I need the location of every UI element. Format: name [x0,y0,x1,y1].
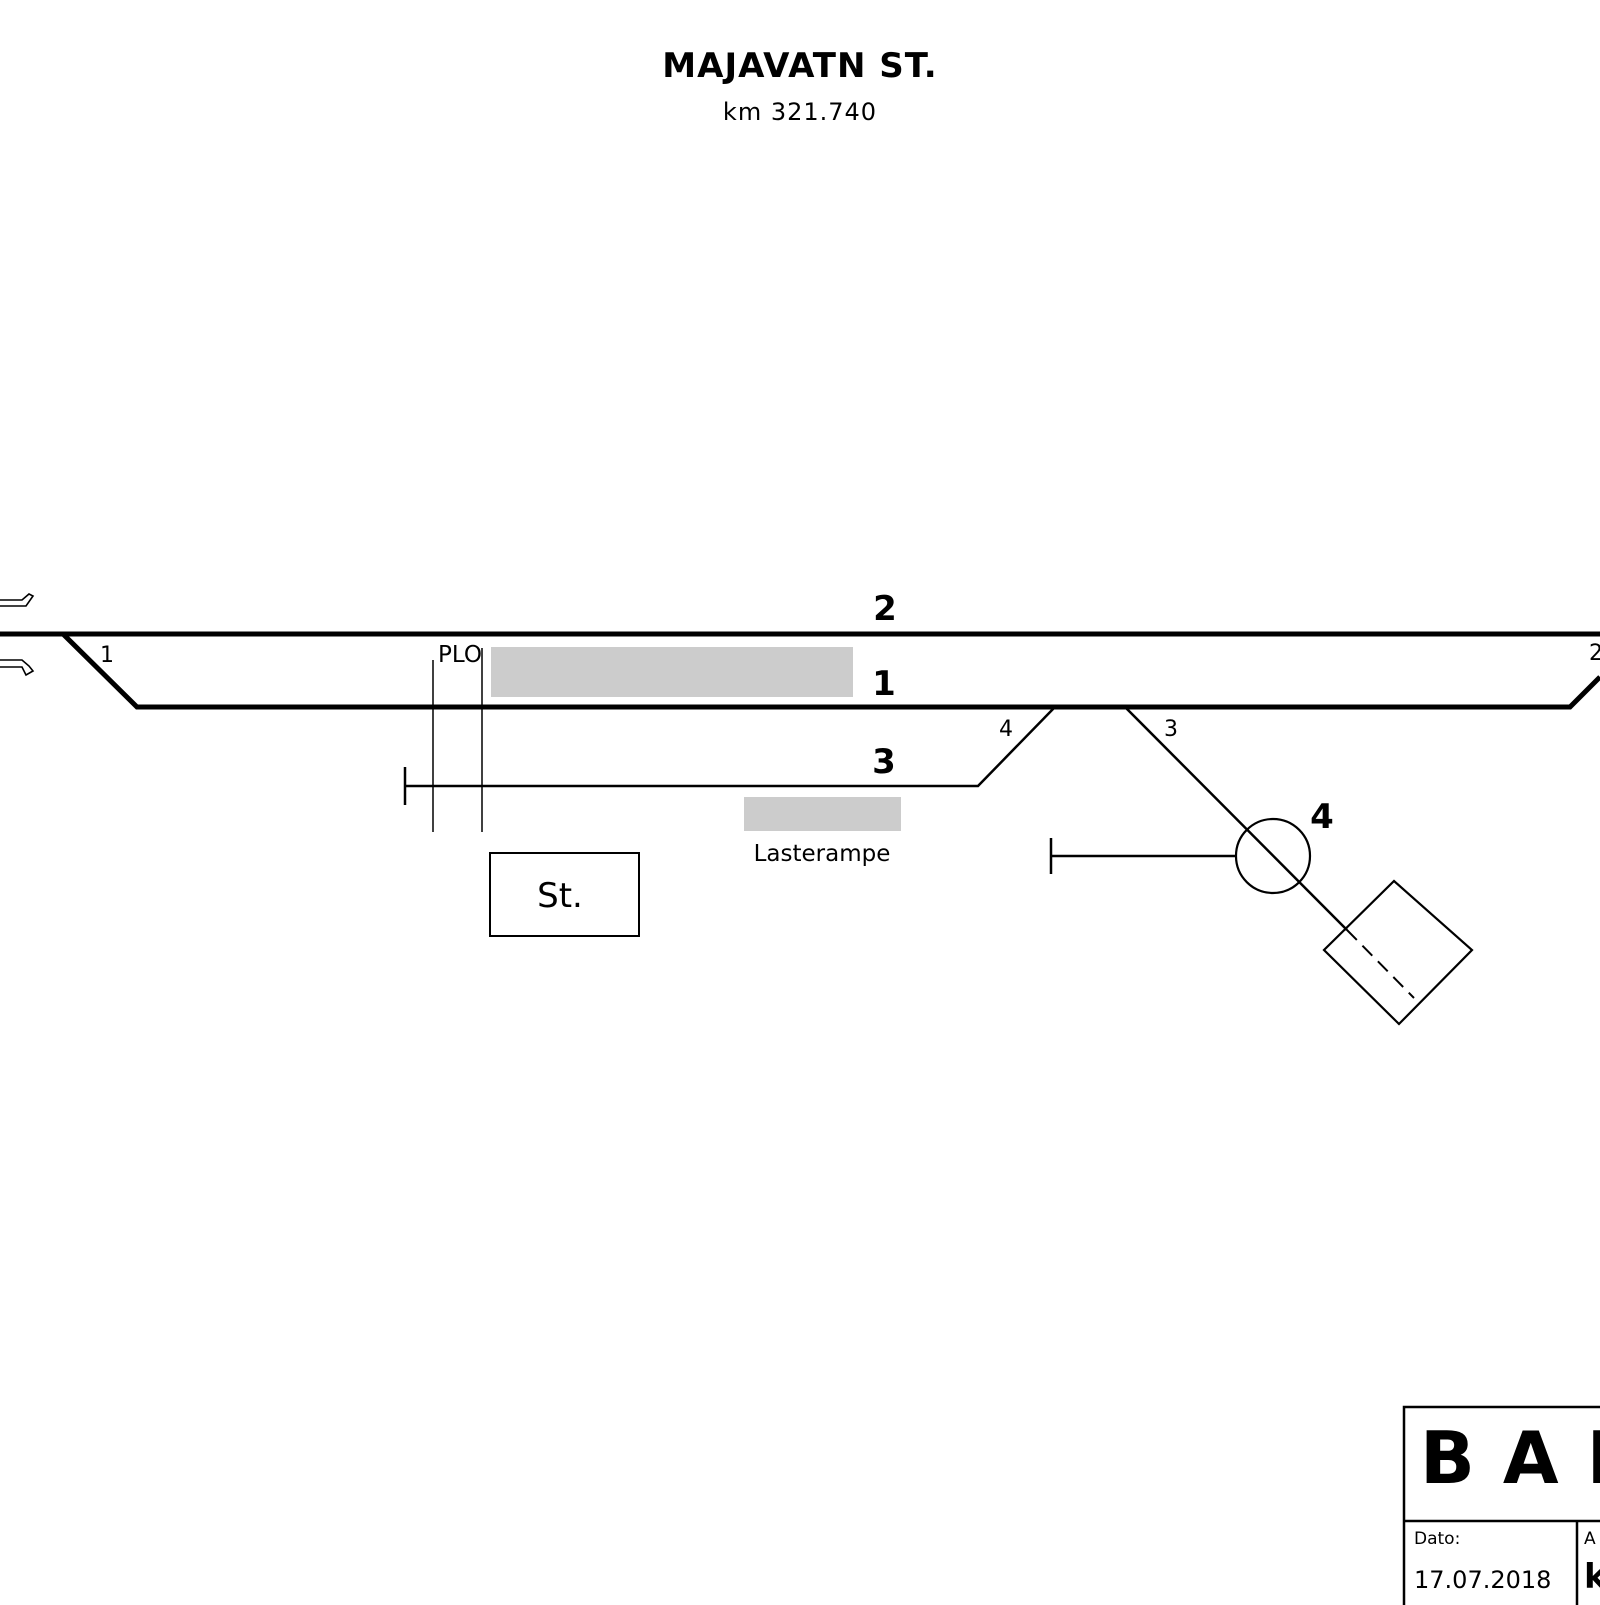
track-4-number: 4 [1310,797,1334,837]
track-3-line [404,707,1055,788]
track-1-line [61,632,1600,710]
loading-ramp [744,797,901,831]
switch-3-number: 3 [1164,717,1178,742]
loading-ramp-label: Lasterampe [754,841,891,867]
station-km: km 321.740 [722,98,878,126]
next-field-label: A [1584,1529,1596,1549]
plo-label: PLO [438,642,482,668]
track-3-number: 3 [872,742,896,782]
engine-shed-icon [1322,879,1474,1026]
turntable-icon [1234,817,1312,895]
title-block: BAN Dato: 17.07.2018 A k [1402,1405,1600,1605]
track-1-number: 1 [872,664,896,704]
platform [491,647,853,697]
switch-2-number: 2 [1589,641,1600,666]
track-4-dashed [1346,929,1415,999]
logo-text: BAN [1420,1416,1600,1500]
switch-1-number: 1 [100,643,114,668]
date-label: Dato: [1414,1529,1460,1549]
track-2-number: 2 [873,589,897,629]
direction-arrow-lower-icon [0,659,35,677]
station-title: MAJAVATN ST. [662,46,938,86]
station-building-label: St. [537,876,583,916]
station-building [489,852,640,937]
direction-arrow-upper-icon [0,593,35,607]
track-4-diagonal [1125,707,1348,931]
switch-4-number: 4 [999,717,1013,742]
date-value: 17.07.2018 [1414,1566,1551,1594]
next-field-value: k [1584,1557,1600,1597]
